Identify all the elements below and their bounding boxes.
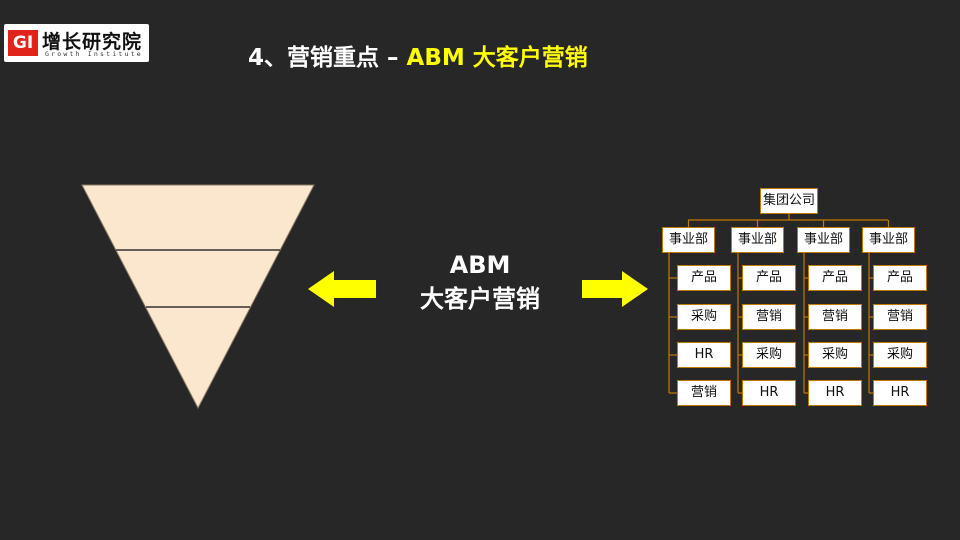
org-division-box: 事业部 [731,227,784,253]
org-connectors [668,214,890,394]
org-department-box: HR [677,342,731,368]
funnel-triangle [81,184,315,410]
org-department-box: HR [873,380,927,406]
logo-name-cn: 增长研究院 [42,31,143,53]
center-label: ABM 大客户营销 [400,248,560,316]
title-prefix: 4、营销重点 – [248,45,407,71]
org-department-box: 采购 [677,304,731,330]
org-division-box: 事业部 [797,227,850,253]
org-division-box: 事业部 [862,227,915,253]
org-division-box: 事业部 [662,227,715,253]
logo-mark: GI [8,30,38,56]
logo-name-en: Growth Institute [45,50,143,58]
page-title: 4、营销重点 – ABM 大客户营销 [248,38,588,72]
org-department-box: 营销 [873,304,927,330]
funnel [81,184,315,410]
org-department-box: HR [742,380,796,406]
arrow-right-icon [582,271,648,307]
org-department-box: 采购 [808,342,862,368]
center-label-line1: ABM [449,251,511,279]
org-department-box: 产品 [742,265,796,291]
logo: GI 增长研究院 Growth Institute [4,24,149,62]
title-highlight: ABM 大客户营销 [406,45,588,71]
org-department-box: 采购 [873,342,927,368]
org-department-box: 产品 [873,265,927,291]
org-department-box: 营销 [677,380,731,406]
org-department-box: 产品 [677,265,731,291]
org-department-box: 采购 [742,342,796,368]
center-label-line2: 大客户营销 [420,285,540,313]
org-root-box: 集团公司 [760,188,818,214]
arrow-left-icon [308,271,376,307]
org-department-box: 营销 [742,304,796,330]
org-department-box: HR [808,380,862,406]
org-department-box: 产品 [808,265,862,291]
org-department-box: 营销 [808,304,862,330]
